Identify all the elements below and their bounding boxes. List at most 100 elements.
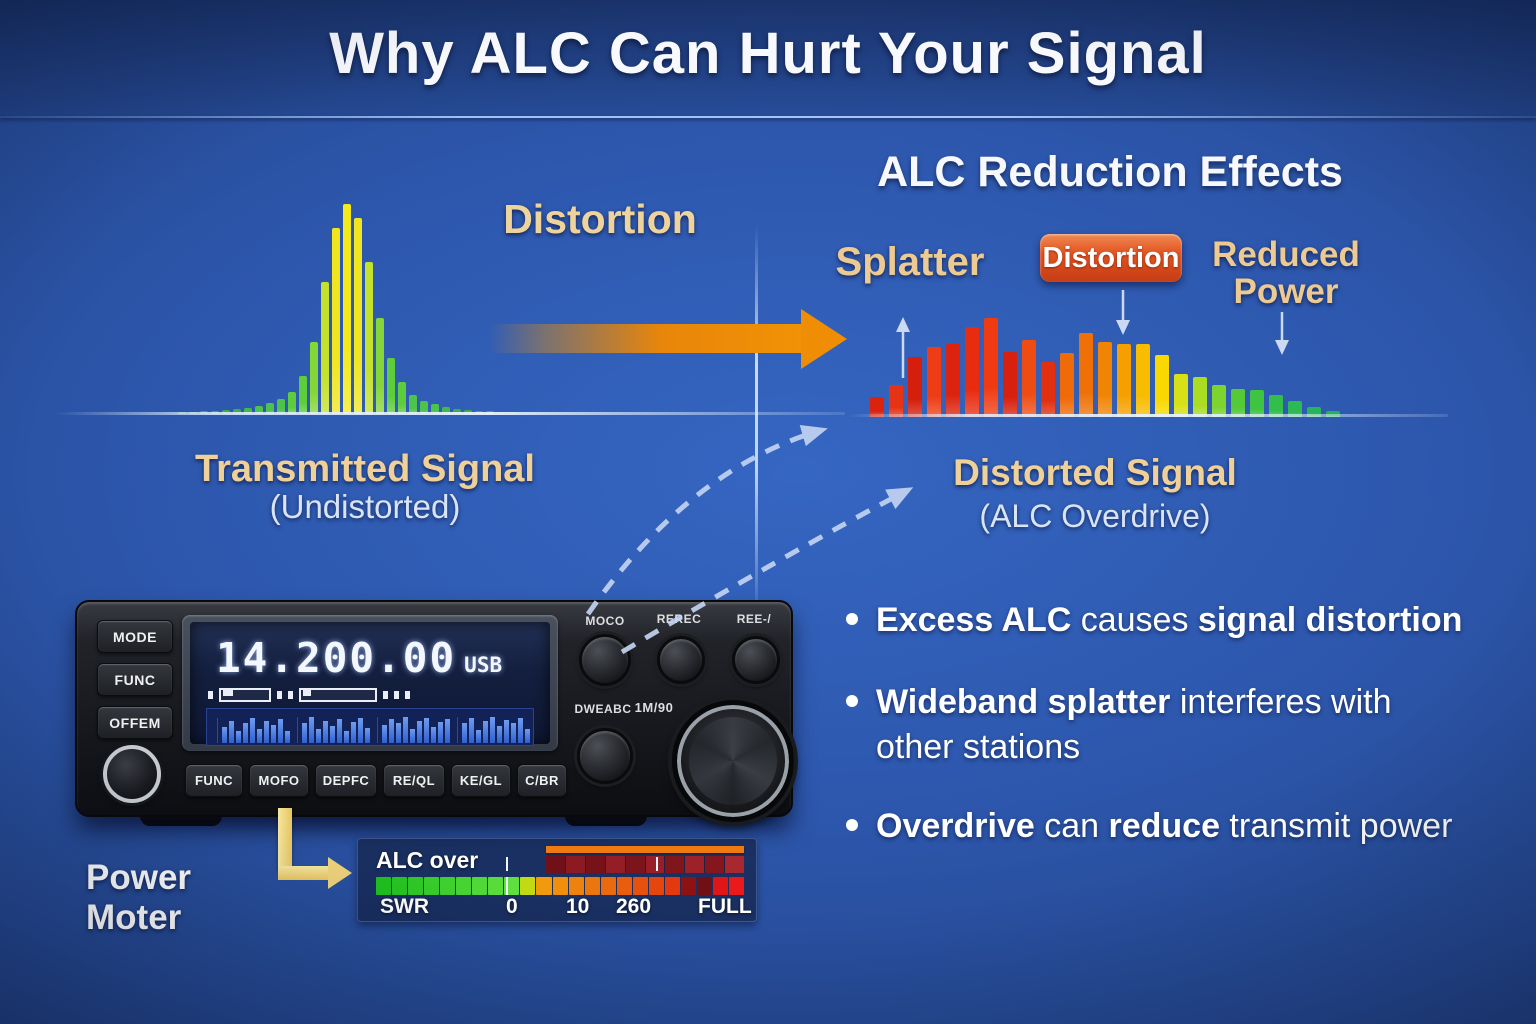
- alc-segment: [625, 856, 645, 873]
- clean-spectrum-bar: [233, 409, 241, 414]
- distorted-spectrum-bar: [1022, 340, 1036, 417]
- lcd-spectrum-group: [297, 717, 370, 743]
- led-segment: [664, 877, 680, 895]
- led-segment: [632, 877, 648, 895]
- alc-segment-row: [546, 856, 745, 873]
- bullet-text-part: Excess ALC: [876, 601, 1072, 639]
- distorted-spectrum-bar: [1117, 344, 1131, 417]
- side-button-offem[interactable]: OFFEM: [97, 706, 173, 739]
- bullet-excess-alc: Excess ALC causes signal distortion: [846, 598, 1516, 643]
- lcd-spectrum-group: [377, 717, 450, 743]
- lcd-spectrum-strip: [206, 708, 534, 746]
- reduced-power-label: Reduced Power: [1198, 236, 1374, 310]
- bullet-dot: [846, 695, 858, 707]
- function-button-2[interactable]: DEPFC: [315, 764, 377, 797]
- led-segment: [440, 877, 456, 895]
- knob-label: REE-/: [736, 612, 772, 626]
- clean-spectrum-bar: [453, 409, 461, 414]
- lcd-spectrum-bar: [445, 719, 450, 743]
- clean-spectrum-bar: [387, 358, 395, 414]
- clean-spectrum-bar: [310, 342, 318, 414]
- scale-0: 0: [506, 895, 518, 918]
- function-button-4[interactable]: KE/GL: [451, 764, 511, 797]
- lcd-spectrum-bar: [511, 723, 516, 743]
- clean-spectrum-bar: [277, 399, 285, 414]
- led-segment: [536, 877, 552, 895]
- alc-segment: [705, 856, 725, 873]
- distortion-badge: Distortion: [1040, 234, 1182, 282]
- bullet-text-part: causes: [1071, 601, 1198, 639]
- lcd-meter-icons: [208, 688, 410, 702]
- led-segment: [552, 877, 568, 895]
- alc-over-label: ALC over: [376, 847, 479, 873]
- lcd-spectrum-bar: [525, 729, 530, 743]
- led-segment: [424, 877, 440, 895]
- rerec-knob[interactable]: [657, 636, 705, 684]
- distorted-spectrum-bar: [1307, 407, 1321, 417]
- led-segment: [712, 877, 729, 895]
- moco-knob[interactable]: [579, 634, 631, 686]
- distorted-spectrum-bar: [908, 357, 922, 417]
- led-segment: [520, 877, 536, 895]
- dweabc-knob[interactable]: [577, 728, 633, 784]
- led-segment: [680, 877, 696, 895]
- led-segment: [696, 877, 712, 895]
- bullet-text-part: Overdrive: [876, 807, 1035, 845]
- clean-spectrum-bar: [321, 282, 329, 414]
- clean-spectrum-bar: [244, 408, 252, 414]
- lcd-spectrum-bar: [337, 719, 342, 743]
- alc-segment: [565, 856, 585, 873]
- bullet-text-part: interferes with other stations: [876, 683, 1392, 766]
- bullet-text-part: signal distortion: [1197, 601, 1463, 639]
- clean-spectrum-bar: [420, 401, 428, 414]
- bullet-text-part: can: [1034, 807, 1109, 845]
- transmitted-signal-caption: Transmitted Signal: [195, 448, 535, 490]
- lcd-spectrum-group: [217, 718, 290, 743]
- function-button-0[interactable]: FUNC: [185, 764, 243, 797]
- side-button-mode[interactable]: MODE: [97, 620, 173, 653]
- lcd-spectrum-bar: [250, 718, 255, 743]
- undistorted-subcaption: (Undistorted): [269, 488, 461, 525]
- splatter-label: Splatter: [835, 240, 985, 284]
- function-button-1[interactable]: MOFO: [249, 764, 309, 797]
- knob-label: DWEABC: [574, 702, 632, 716]
- alc-segment: [725, 856, 745, 873]
- clean-spectrum-bar: [299, 376, 307, 414]
- led-segment: [616, 877, 632, 895]
- distorted-spectrum-bar: [927, 347, 941, 417]
- lcd-spectrum-bar: [424, 718, 429, 743]
- distorted-spectrum-bar: [1060, 353, 1074, 417]
- lcd-spectrum-bar: [431, 727, 436, 743]
- lcd-spectrum-bar: [257, 729, 262, 743]
- meter-box-icon: [299, 688, 377, 702]
- clean-spectrum-bar: [376, 318, 384, 414]
- clean-spectrum-bar: [431, 404, 439, 414]
- yellow-arrow-horizontal: [278, 866, 330, 880]
- lcd-spectrum-bar: [518, 718, 523, 743]
- volume-knob[interactable]: [103, 745, 161, 803]
- meter-tick-icon: [383, 691, 388, 699]
- orange-arrow-shaft: [488, 324, 803, 353]
- distorted-spectrum-bar: [1193, 377, 1207, 417]
- reduced-power-line2: Power: [1233, 272, 1339, 311]
- bullet-text: Excess ALC causes signal distortion: [876, 601, 1462, 639]
- function-button-5[interactable]: C/BR: [517, 764, 567, 797]
- main-tuning-dial[interactable]: [672, 700, 794, 822]
- bullet-dot: [846, 613, 858, 625]
- meter-tick-icon: [208, 691, 213, 699]
- bullet-text-part: Wideband splatter: [876, 683, 1171, 721]
- distorted-spectrum-bar: [1136, 344, 1150, 417]
- function-button-3[interactable]: RE/QL: [383, 764, 445, 797]
- alc-segment: [685, 856, 705, 873]
- swr-label: SWR: [380, 895, 429, 918]
- led-segment: [729, 877, 745, 895]
- side-button-func[interactable]: FUNC: [97, 663, 173, 696]
- clean-spectrum-bar: [255, 406, 263, 414]
- reduced-power-line1: Reduced: [1212, 235, 1360, 274]
- led-segment: [408, 877, 424, 895]
- meter-tick-icon: [394, 691, 399, 699]
- power-meter-label: Power Moter: [86, 858, 192, 937]
- lcd-spectrum-bar: [222, 727, 227, 743]
- dial-step-label: 1M/90: [634, 700, 674, 715]
- ree-knob[interactable]: [732, 636, 780, 684]
